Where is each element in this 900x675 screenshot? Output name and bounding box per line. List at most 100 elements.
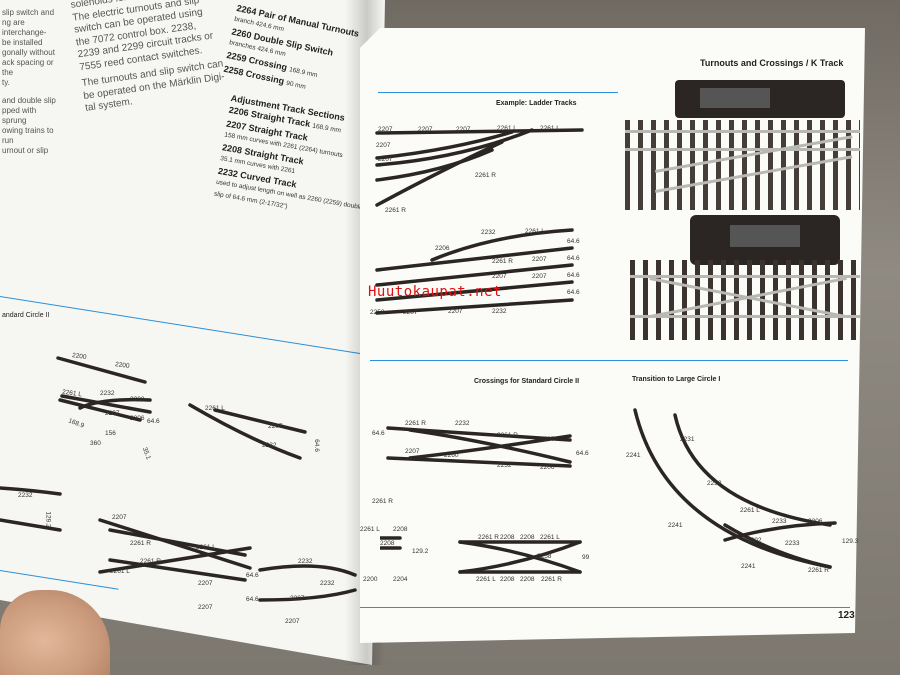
lbl-l-8: 64.6 — [147, 418, 160, 425]
lbl-c-7: 2232 — [497, 462, 512, 469]
lbl-r-19: 2232 — [492, 308, 507, 315]
lbl-t-11: 2261 R — [808, 567, 829, 574]
lbl-l-7: 2206 — [130, 415, 145, 422]
lbl-r-2: 2207 — [418, 126, 433, 133]
crossings-title: Crossings for Standard Circle II — [474, 378, 580, 385]
lbl-c-16: 2204 — [393, 576, 408, 583]
lbl-l-24: 2207 — [198, 580, 213, 587]
lbl-l-21: 2261 L — [196, 544, 216, 551]
lbl-c-13: 2208 — [393, 526, 408, 533]
lbl-r-18: 2207 — [448, 308, 463, 315]
lbl-t-10: 2241 — [741, 563, 756, 570]
lbl-l-20: 2261 R — [130, 540, 151, 547]
lbl-c-19: 2208 — [520, 534, 535, 541]
lbl-t-7: 2241 — [668, 522, 683, 529]
lbl-t-2: 2241 — [626, 452, 641, 459]
lbl-l-26: 64.6 — [246, 596, 259, 603]
lbl-c-4: 2207 — [540, 436, 555, 443]
lbl-c-6: 2260 — [444, 452, 459, 459]
transition-diagram — [633, 408, 837, 569]
lbl-c-22: 2261 L — [476, 576, 496, 583]
dim-r-3: 64.6 — [567, 272, 580, 279]
lbl-c-21: 2258 — [537, 553, 552, 560]
lbl-l-28: 2232 — [298, 558, 313, 565]
lbl-c-11: 2261 R — [372, 498, 393, 505]
left-mid-text: solenoids for remote control.The electri… — [70, 0, 226, 114]
lbl-r-4: 2261 L — [497, 125, 517, 132]
lbl-l-25: 64.6 — [246, 572, 259, 579]
lbl-l-17: 2232 — [18, 492, 33, 499]
lbl-l-31: 2207 — [285, 618, 300, 625]
lbl-l-19: 2207 — [112, 514, 127, 521]
lbl-c-23: 2208 — [500, 576, 515, 583]
double-slip-photo — [630, 215, 860, 340]
lbl-c-18: 2208 — [500, 534, 515, 541]
lbl-r-8: 2261 R — [475, 172, 496, 179]
turnout-photo — [625, 80, 860, 210]
slip-motor-cover — [730, 225, 800, 247]
lbl-l-30: 2232 — [320, 580, 335, 587]
lbl-c-5: 2207 — [405, 448, 420, 455]
dim-r-2: 64.6 — [567, 255, 580, 262]
left-track-diagrams — [0, 356, 357, 602]
lbl-c-17: 2261 R — [478, 534, 499, 541]
lbl-t-12: 129.3 — [842, 538, 859, 545]
lbl-l-4: 2232 — [100, 390, 115, 397]
right-mid-line — [370, 360, 848, 361]
page-number: 123 — [838, 610, 855, 621]
slip-rail-2 — [630, 315, 860, 318]
lbl-r-3: 2207 — [456, 126, 471, 133]
lbl-l-23: 2261 L — [110, 568, 130, 575]
ladder-track-diagram — [375, 128, 584, 315]
lbl-r-7: 2207 — [378, 156, 393, 163]
lbl-c-3: 2261 R — [497, 432, 518, 439]
lbl-r-15: 2207 — [492, 273, 507, 280]
lbl-t-4: 2261 L — [740, 507, 760, 514]
lbl-c-2: 2232 — [455, 420, 470, 427]
lbl-r-17: 2207 — [403, 309, 418, 316]
lbl-l-18: 129.2 — [44, 511, 52, 528]
lbl-r-11: 2261 L — [525, 228, 545, 235]
lbl-r-16: 2207 — [532, 273, 547, 280]
slip-ties — [630, 260, 860, 340]
lbl-l-16: 64.6 — [312, 439, 320, 452]
lbl-l-6: 2207 — [105, 410, 120, 417]
lbl-r-13: 2261 R — [492, 258, 513, 265]
lbl-c-1: 2261 R — [405, 420, 426, 427]
dim-r-1: 64.6 — [567, 238, 580, 245]
lbl-c-26: 129.2 — [412, 548, 429, 555]
lbl-c-10: 64.6 — [576, 450, 589, 457]
turnout-motor-cover — [700, 88, 770, 108]
slip-rail-1 — [630, 275, 860, 278]
lbl-r-12: 2206 — [435, 245, 450, 252]
lbl-c-25: 2261 R — [541, 576, 562, 583]
lbl-c-15: 2200 — [363, 576, 378, 583]
right-bottom-line — [360, 607, 850, 608]
lbl-t-1: 2231 — [680, 436, 695, 443]
watermark: Huutokaupat.net — [368, 284, 502, 300]
transition-title: Transition to Large Circle I — [632, 376, 721, 383]
lbl-r-6: 2207 — [376, 142, 391, 149]
lbl-t-6: 2206 — [808, 518, 823, 525]
lbl-c-24: 2208 — [520, 576, 535, 583]
lbl-l-22: 2261 R — [140, 558, 161, 565]
lbl-t-3: 2232 — [707, 480, 722, 487]
lbl-r-1: 2207 — [378, 126, 393, 133]
left-section-label: andard Circle II — [2, 312, 50, 319]
turnout-rail-1 — [625, 130, 860, 133]
lbl-t-5: 2233 — [772, 518, 787, 525]
lbl-l-15: 2232 — [262, 442, 277, 449]
lbl-r-9: 2261 R — [385, 207, 406, 214]
lbl-c-14: 2208 — [380, 540, 395, 547]
turnout-ties — [625, 120, 860, 210]
lbl-t-9: 2233 — [785, 540, 800, 547]
lbl-r-14: 2207 — [532, 256, 547, 263]
right-top-line — [378, 92, 618, 93]
lbl-t-8: 2202 — [747, 537, 762, 544]
lbl-c-12: 2261 L — [360, 526, 380, 533]
lbl-r-5: 2261 L — [540, 125, 560, 132]
dim-r-4: 64.6 — [567, 289, 580, 296]
lbl-l-27: 2207 — [198, 604, 213, 611]
